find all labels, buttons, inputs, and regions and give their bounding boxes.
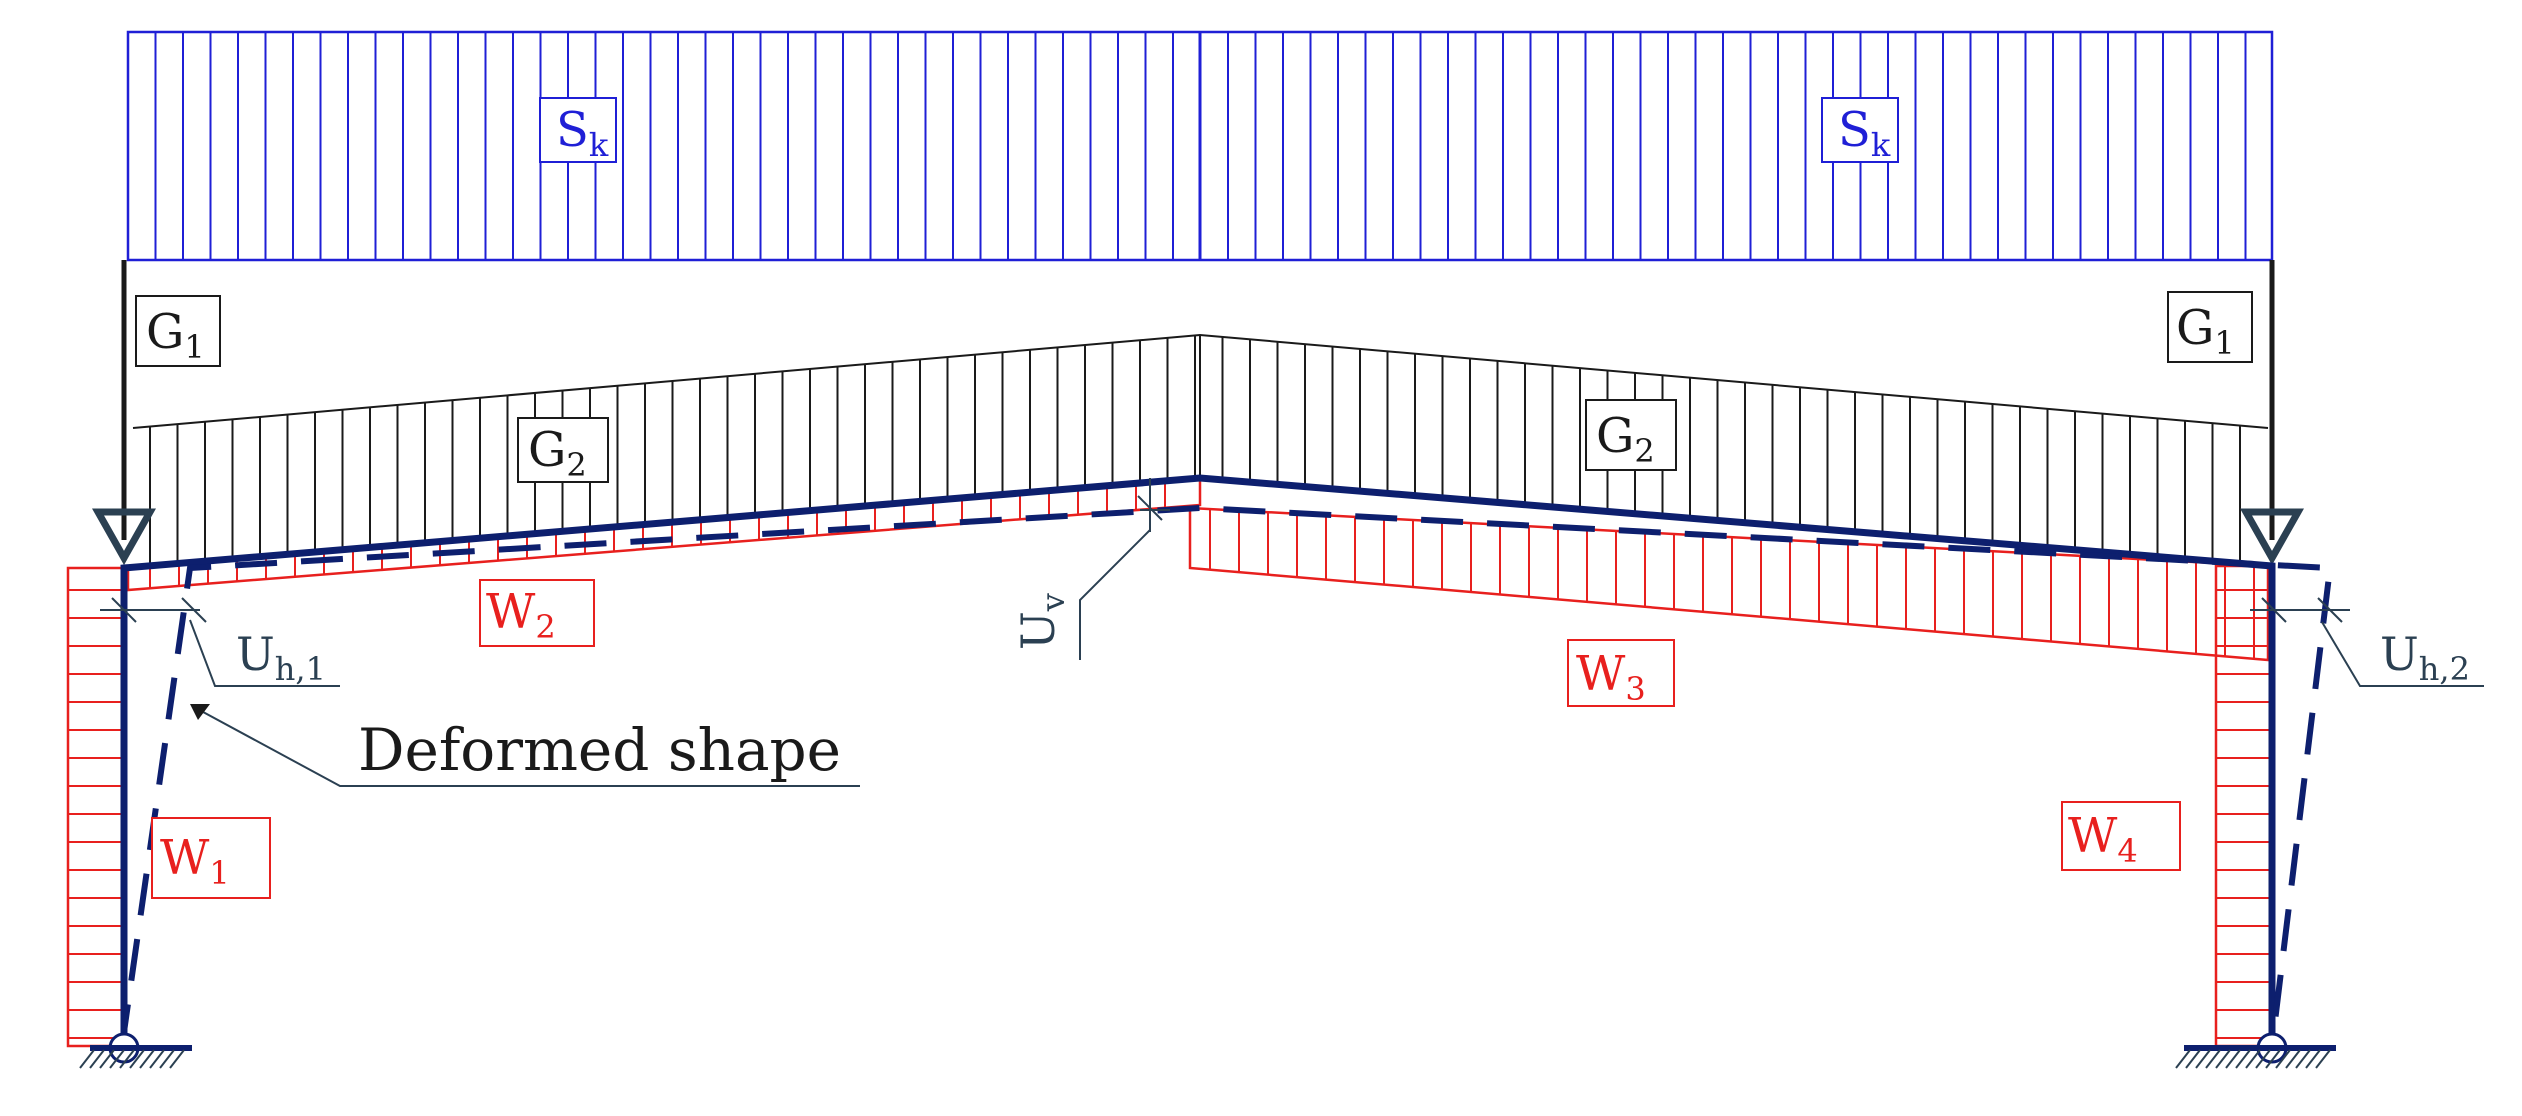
w3-main: W	[1576, 646, 1626, 702]
pinned-support-icon	[92, 508, 156, 566]
uh2-sub: h,2	[2419, 650, 2470, 688]
ground-hatch-line	[2265, 1049, 2281, 1069]
ground-hatch-line	[2175, 1049, 2191, 1069]
ground-hatch-line	[109, 1049, 125, 1069]
pinned-support-icon	[2240, 508, 2304, 566]
deformed-pointer-arrowhead	[190, 704, 210, 720]
w4-sub: 4	[2117, 832, 2137, 870]
ground-hatch-line	[2235, 1049, 2251, 1069]
g2-label-left: G2	[528, 422, 587, 484]
w1-main: W	[160, 830, 210, 886]
w3-label: W3	[1576, 646, 1646, 708]
snow_left-sub: k	[589, 126, 609, 164]
uh1-sub: h,1	[275, 650, 326, 688]
ground-hatch-line	[2245, 1049, 2261, 1069]
ground-hatch	[79, 1049, 2331, 1069]
g2-label-right: G2	[1596, 408, 1655, 470]
g1-label-right: G1	[2176, 300, 2235, 362]
w1-load-outline	[66, 566, 124, 1048]
ground-hatch-line	[2215, 1049, 2231, 1069]
dead-load-hatch	[149, 335, 2241, 566]
portal-frame	[120, 474, 2276, 1046]
g2_left-sub: 2	[566, 446, 586, 484]
deformed-shape-label: Deformed shape	[358, 716, 841, 784]
w1-sub: 1	[209, 854, 229, 892]
ground-hatch-line	[79, 1049, 95, 1069]
g2_right-main: G	[1596, 408, 1634, 464]
g2-label-right-box	[1585, 399, 1677, 471]
w1-label: W1	[160, 830, 230, 892]
g2_right-sub: 2	[1634, 432, 1654, 470]
w2-label-box	[479, 579, 595, 647]
ground-hatch-line	[2295, 1049, 2311, 1069]
ground-hatch-line	[89, 1049, 105, 1069]
snow_left-main: S	[556, 102, 589, 158]
ground-hatch-line	[2195, 1049, 2211, 1069]
w4-label: W4	[2068, 808, 2138, 870]
w2-sub: 2	[535, 608, 555, 646]
deformed-shape-line	[119, 504, 2334, 1047]
uh2-main: U	[2380, 627, 2419, 681]
ground-hatch-line	[149, 1049, 165, 1069]
ground-hatch-line	[2185, 1049, 2201, 1069]
g1_left-sub: 1	[184, 328, 204, 366]
uv-main: U	[1011, 611, 1065, 650]
ground-hatch-line	[2285, 1049, 2301, 1069]
g2_left-main: G	[528, 422, 566, 478]
g1_right-main: G	[2176, 300, 2214, 356]
ground-hatch-line	[2305, 1049, 2321, 1069]
snow-load-hatch	[127, 32, 2247, 260]
w2-main: W	[486, 584, 536, 640]
ground-hatch-line	[2255, 1049, 2271, 1069]
ground-hatch-line	[2205, 1049, 2221, 1069]
ground-hatch-line	[2275, 1049, 2291, 1069]
uv-label: Uv	[1011, 593, 1072, 650]
g1-label-right-box	[2167, 291, 2253, 363]
snow_right-main: S	[1838, 102, 1871, 158]
w2-label: W2	[486, 584, 556, 646]
ground-hatch-line	[129, 1049, 145, 1069]
snow-label-right-box	[1821, 97, 1899, 163]
ground-hatch-line	[99, 1049, 115, 1069]
snow_right-sub: k	[1871, 126, 1891, 164]
uh2-label: Uh,2	[2380, 627, 2470, 688]
ground-hatch-line	[119, 1049, 135, 1069]
snow-label-right: Sk	[1838, 102, 1891, 164]
ground-hatch-line	[139, 1049, 155, 1069]
w1-label-box	[151, 817, 271, 899]
g1_left-main: G	[146, 304, 184, 360]
g2-label-left-box	[517, 417, 609, 483]
snow-label-left-box	[539, 97, 617, 163]
displacement-annotations	[100, 478, 2484, 787]
w3-load-outline	[1188, 506, 2270, 662]
ground-hatch-line	[169, 1049, 185, 1069]
uh1-main: U	[236, 627, 275, 681]
w4-label-box	[2061, 801, 2181, 871]
ground-hatch-line	[2315, 1049, 2331, 1069]
g1_right-sub: 1	[2214, 324, 2234, 362]
w4-main: W	[2068, 808, 2118, 864]
ground-hatch-line	[159, 1049, 175, 1069]
uh1-label: Uh,1	[236, 627, 326, 688]
g1-label-left-box	[135, 295, 221, 367]
w3-label-box	[1567, 639, 1675, 707]
g1-label-left: G1	[146, 304, 205, 366]
ground-hatch-line	[2225, 1049, 2241, 1069]
uv-sub: v	[1034, 593, 1072, 612]
snow-label-left: Sk	[556, 102, 609, 164]
w3-sub: 3	[1625, 670, 1645, 708]
